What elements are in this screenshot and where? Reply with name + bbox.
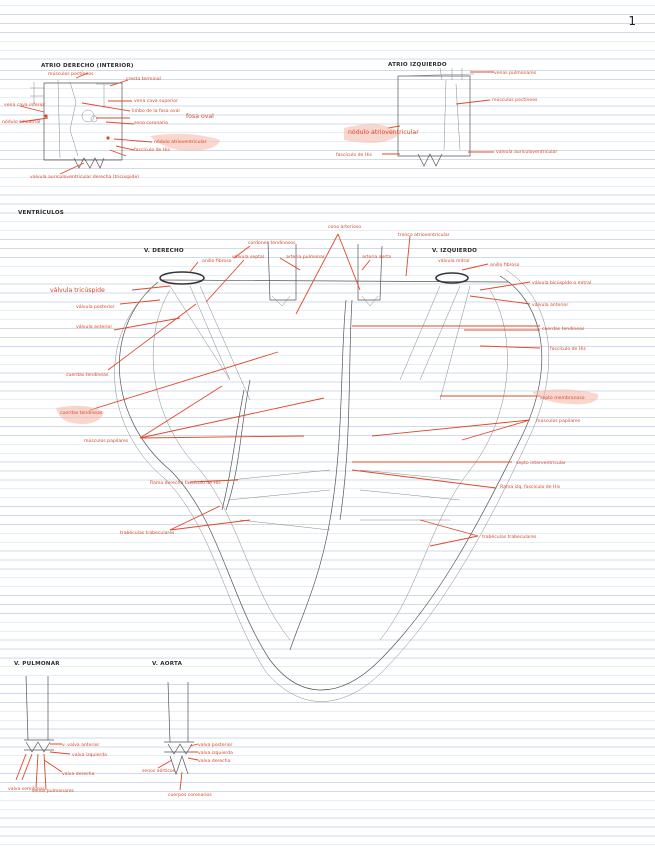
label-fasciculo-his: fascículo de His	[550, 345, 587, 352]
label-musculos-pectineos-izq: músculos pectíneos	[492, 96, 538, 103]
right-atrium-diagram: ATRIO DERECHO (INTERIOR) músculos pectín…	[2, 63, 220, 180]
tricuspid-valve-ring	[160, 272, 204, 284]
label-aorta-senos: senos aórticos	[142, 767, 176, 774]
label-septo-membranoso: septo membranoso	[540, 395, 585, 401]
label-nodulo-sinoatrial: nódulo sinoatrial	[2, 118, 40, 125]
label-valvula-posterior: válvula posterior	[76, 303, 115, 310]
label-valvula-mitral-atrio: valvula auriculoventricular	[496, 149, 557, 155]
label-aorta-derecha: valva derecha	[198, 758, 231, 764]
label-nodulo-av: nódulo atrioventricular	[154, 138, 207, 145]
label-vena-cava-inferior: vena cava inferior	[4, 102, 46, 108]
label-cordones-tendinosos: cordones tendinosos	[248, 240, 296, 246]
label-pulmonar-izquierda: valva izquierda	[72, 752, 107, 758]
label-cuerdas-tendineas-d: cuerdas tendíneas	[66, 371, 109, 378]
left-ventricle-title: V. IZQUIERDO	[432, 248, 477, 254]
tricuspid-valve-sketch	[74, 158, 104, 168]
label-nodulo-av-izq: nódulo atrioventricular	[348, 128, 419, 136]
right-ventricle-title: V. DERECHO	[144, 248, 184, 254]
label-pulmonar-senos: senos pulmonares	[32, 788, 75, 794]
label-musculos-papilares-d: músculos papilares	[84, 437, 129, 444]
label-musculos-papilares-d-highlight: cuerdas tendíneas	[60, 409, 103, 416]
aortic-trunk-sketch	[164, 682, 194, 752]
label-anillo-fibroso-i: anillo fibroso	[490, 262, 520, 268]
aortic-valve-diagram: V. AORTA valva posterior valva izquierda…	[142, 661, 233, 798]
label-pulmonar-anterior: v. valva anterior	[62, 742, 99, 748]
label-valvula-mitral: válvula mitral	[438, 257, 470, 264]
label-fosa-oval: fosa oval	[186, 113, 214, 120]
pulmonary-valve-title: V. PULMONAR	[14, 661, 60, 667]
label-arteria-aorta: arteria aorta	[362, 254, 391, 260]
label-anillo-fibroso-d: anillo fibroso	[202, 258, 232, 264]
label-musculos-papilares-i: músculos papilares	[536, 417, 581, 424]
label-pulmonar-derecha: valva derecha	[62, 771, 95, 777]
label-trabeculas-i: trabéculas trabeculares	[482, 533, 537, 540]
interventricular-septum	[290, 300, 346, 650]
right-atrium-outline	[44, 83, 122, 160]
great-vessels-sketch	[268, 242, 382, 300]
label-cono-arterioso: cono arterioso	[328, 224, 361, 230]
pulmonary-trunk-sketch	[24, 676, 54, 750]
label-cresta-terminal: cresta terminal	[126, 76, 161, 82]
right-bundle-branch	[222, 380, 250, 510]
right-atrium-title: ATRIO DERECHO (INTERIOR)	[41, 63, 134, 69]
label-musculos-pectineos: músculos pectíneos	[48, 70, 94, 77]
fossa-ovalis-sketch	[82, 110, 97, 122]
label-valvula-tricuspide-atrio: valvula auriculoventricular derecha (tri…	[30, 173, 139, 180]
atrioventricular-plane	[160, 280, 510, 282]
label-aorta-izquierda: valva izquierda	[198, 750, 233, 756]
left-atrium-diagram: ATRIO IZQUIERDO venas pulmonares músculo…	[336, 62, 557, 166]
left-atrium-title: ATRIO IZQUIERDO	[388, 62, 447, 68]
aortic-valve-title: V. AORTA	[152, 661, 183, 667]
label-vena-cava-superior: vena cava superior	[134, 98, 178, 104]
label-valvula-anterior: válvula anterior	[76, 323, 112, 330]
label-valvula-tricuspide: válvula tricúspide	[50, 286, 105, 294]
label-rama-izquierda-his: Rama izq. fascículo de His	[500, 483, 561, 490]
left-atrium-outline	[398, 76, 470, 156]
label-aorta-posterior: valva posterior	[198, 742, 233, 748]
label-tronco-atrio: tronco atrioventricular	[398, 232, 450, 238]
label-valvula-bicuspide: válvula bicúspide o mitral	[532, 279, 591, 286]
label-venas-pulmonares: venas pulmonares	[494, 70, 537, 76]
label-trabeculas-d: trabéculas trabeculares	[120, 529, 175, 536]
label-haz-his: fascículo de His	[134, 146, 171, 153]
label-limbo: limbo de la fosa oval	[132, 108, 180, 114]
ventricles-diagram: VENTRÍCULOS V. DERECHO V. IZQUIERDO cono…	[18, 208, 598, 702]
label-valvula-septal: válvula septal	[232, 253, 264, 260]
label-fasciculo-his-izq: fascículo de His	[336, 151, 373, 158]
ventricles-title: VENTRÍCULOS	[18, 208, 64, 216]
pulmonary-valve-diagram: V. PULMONAR v. valva anterior valva izqu…	[8, 661, 107, 794]
label-cuerdas-tendineas-i: cuerdas tendíneas	[542, 325, 585, 332]
label-aorta-coronarias: cuerpos coronarios	[168, 792, 212, 798]
label-rama-derecha-his: Rama derecha fascículo de His	[150, 479, 221, 486]
label-seno-coronario: seno coronario	[134, 120, 168, 126]
label-arteria-pulmonar: arteria pulmonar	[286, 254, 325, 260]
label-septo-interventricular: septo interventricular	[516, 460, 566, 466]
label-valvula-anterior-i: válvula anterior	[532, 301, 568, 308]
